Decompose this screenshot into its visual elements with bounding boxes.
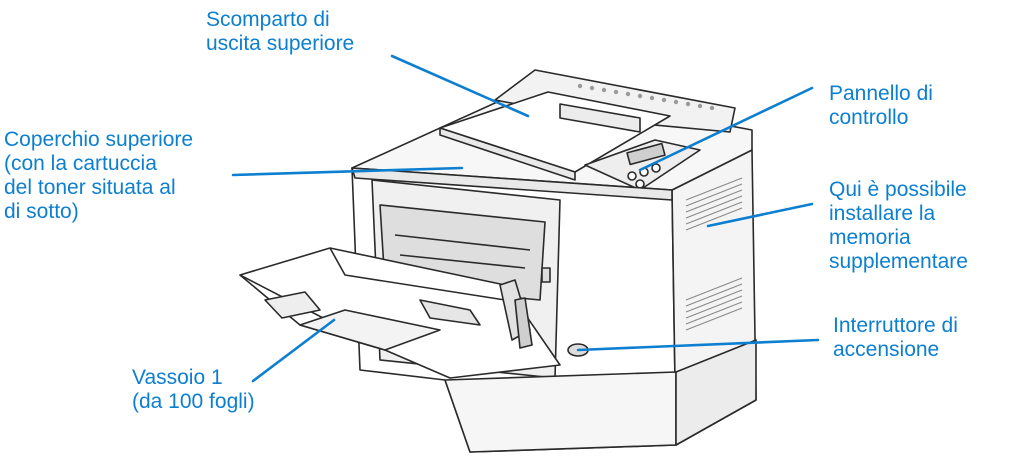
callout-tray-1: Vassoio 1 (da 100 fogli) bbox=[132, 366, 255, 413]
leader-control-panel bbox=[638, 86, 814, 172]
callout-control-panel: Pannello di controllo bbox=[829, 82, 933, 129]
callout-power-switch: Interruttore di accensione bbox=[833, 314, 958, 361]
leader-memory bbox=[706, 202, 814, 228]
leader-tray-1 bbox=[251, 318, 336, 383]
leader-top-output-bin bbox=[390, 54, 530, 118]
control-panel bbox=[584, 139, 701, 191]
side-vents bbox=[685, 177, 743, 331]
callout-memory: Qui è possibile installare la memoria su… bbox=[829, 178, 968, 273]
leader-power-switch bbox=[576, 338, 820, 352]
leader-top-cover bbox=[231, 166, 464, 177]
callout-top-output-bin: Scomparto di uscita superiore bbox=[206, 8, 355, 55]
rear-vents bbox=[577, 83, 715, 111]
callout-top-cover: Coperchio superiore (con la cartuccia de… bbox=[4, 128, 194, 223]
lower-tray bbox=[444, 371, 677, 453]
